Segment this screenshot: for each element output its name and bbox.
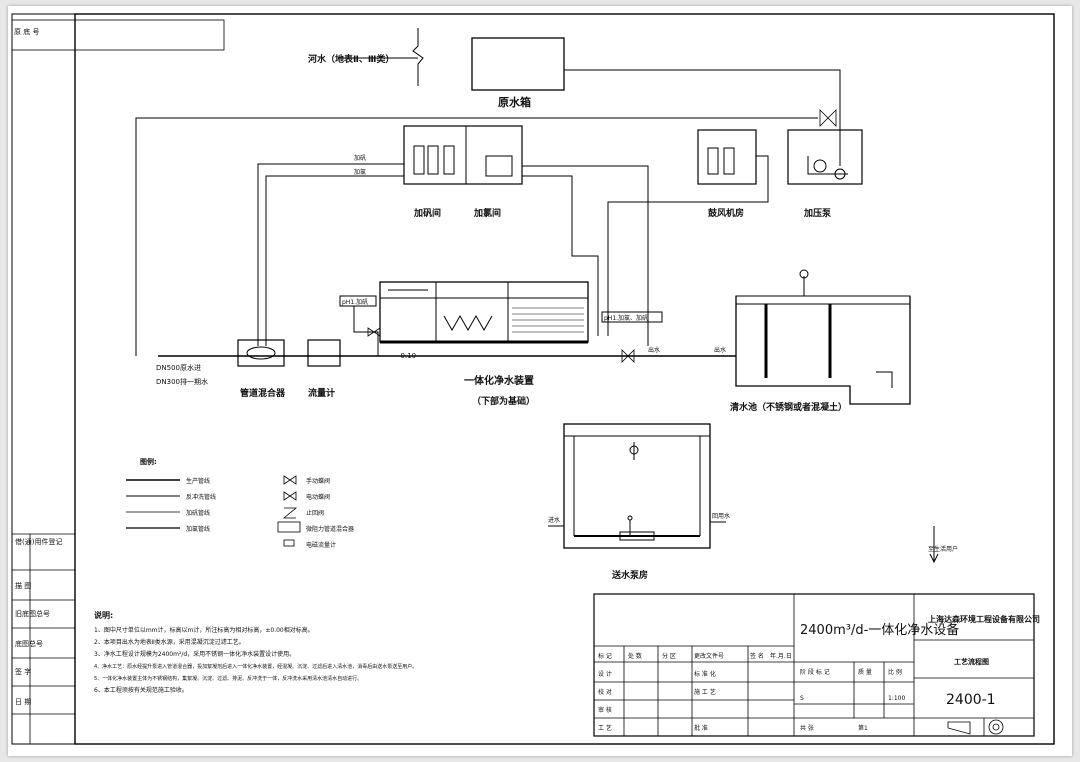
ph-label-2: pH1.加氯、加矾 bbox=[604, 314, 648, 322]
pump-house bbox=[563, 423, 711, 549]
dn300-label: DN300排一期水 bbox=[156, 377, 208, 386]
legend-line-0: 生产管线 bbox=[186, 477, 210, 485]
valves bbox=[367, 109, 837, 363]
stage-value: S bbox=[800, 695, 804, 702]
note-0: 1、图中尺寸单位以mm计，标高以m计，所注标高为相对标高，±0.00相对标高。 bbox=[94, 626, 314, 634]
mixer-label: 管道混合器 bbox=[240, 387, 286, 399]
dn500-label: DN500原水进 bbox=[156, 363, 201, 372]
integrated-plant bbox=[379, 281, 589, 343]
meta-label-0: 阶 段 标 记 bbox=[800, 668, 830, 676]
pump-house-label: 送水泵房 bbox=[611, 569, 648, 581]
left-item-5: 日 期 bbox=[15, 698, 31, 706]
notes-title: 说明: bbox=[94, 610, 113, 620]
note-1: 2、本项目出水为地表Ⅱ类水源，采用混凝沉淀过滤工艺。 bbox=[94, 638, 245, 646]
tag-alum: 加矾 bbox=[354, 154, 366, 162]
booster-pump-label: 加压泵 bbox=[803, 207, 832, 219]
flowmeter-label: 流量计 bbox=[308, 387, 335, 399]
row-label-5: 年.月.日 bbox=[770, 652, 792, 660]
note-3: 4、净水工艺：原水经提升泵进入管道混合器，投加絮凝剂后进入一体化净水装置，经混凝… bbox=[94, 663, 417, 670]
legend-symbols bbox=[277, 475, 301, 547]
row-label-1: 处 数 bbox=[628, 652, 642, 660]
sign-mid-0: 标 准 化 bbox=[694, 670, 716, 678]
drawing-number: 2400-1 bbox=[946, 692, 996, 708]
ph-box-2 bbox=[601, 311, 663, 323]
legend-symbol-4: 电磁流量计 bbox=[306, 541, 336, 549]
meta-label-1: 质 量 bbox=[858, 668, 872, 676]
legend-symbol-0: 手动蝶阀 bbox=[306, 477, 330, 485]
legend-line-1: 反冲洗管线 bbox=[186, 493, 216, 501]
left-item-1: 描 图 bbox=[15, 581, 31, 590]
tag-outlet-2: 出水 bbox=[714, 346, 726, 354]
left-item-4: 签 字 bbox=[15, 667, 31, 676]
sign-mid-2: 批 准 bbox=[694, 724, 708, 732]
pipe-mixer bbox=[237, 339, 285, 367]
ph-box-1 bbox=[339, 295, 377, 307]
sign-row-2: 审 核 bbox=[598, 706, 612, 714]
drawing-sheet: 原 底 号 借(通)用件登记 描 图 旧底图总号 底图总号 签 字 日 期 bbox=[8, 6, 1072, 756]
dosing-room bbox=[403, 125, 523, 185]
total-sheets-label: 共 张 bbox=[800, 724, 814, 732]
flowmeter bbox=[307, 339, 341, 367]
tag-reuse: 回用水 bbox=[712, 512, 730, 520]
chlorine-room-label: 加氯间 bbox=[473, 207, 501, 219]
sign-row-3: 工 艺 bbox=[598, 724, 612, 732]
left-item-2: 旧底图总号 bbox=[15, 609, 50, 618]
original-number-label: 原 底 号 bbox=[14, 27, 39, 36]
legend-title: 图例: bbox=[140, 457, 157, 466]
left-item-3: 底图总号 bbox=[15, 639, 43, 648]
title-block bbox=[593, 593, 1035, 737]
sign-row-1: 校 对 bbox=[598, 688, 612, 696]
note-5: 6、本工程须按有关规范施工验收。 bbox=[94, 686, 188, 694]
legend-line-3: 加氯管线 bbox=[186, 525, 210, 533]
meta-label-2: 比 例 bbox=[888, 668, 902, 676]
plant-sub-label: （下部为基础） bbox=[472, 395, 535, 407]
legend-lines bbox=[126, 479, 180, 529]
elevation-label: -0.10 bbox=[398, 352, 416, 360]
tag-outlet-1: 出水 bbox=[648, 346, 660, 354]
company-name: 上海达森环境工程设备有限公司 bbox=[928, 614, 1040, 624]
booster-pump bbox=[787, 129, 863, 185]
row-label-2: 分 区 bbox=[662, 652, 676, 660]
pipelines bbox=[135, 28, 939, 564]
sign-row-0: 设 计 bbox=[598, 670, 612, 678]
inner-border bbox=[74, 13, 1055, 745]
left-margin-table bbox=[11, 19, 225, 744]
blower-room-label: 鼓风机房 bbox=[708, 207, 744, 219]
sign-mid-1: 施 工 艺 bbox=[694, 688, 716, 696]
drawing-title: 工艺流程图 bbox=[954, 657, 989, 666]
tag-chlorine: 加氯 bbox=[354, 168, 366, 176]
plant-label: 一体化净水装置 bbox=[464, 374, 534, 387]
legend-line-2: 加矾管线 bbox=[186, 509, 210, 517]
row-label-3: 更改文件号 bbox=[694, 652, 724, 660]
row-label-0: 标 记 bbox=[598, 652, 612, 660]
legend-symbol-1: 电动蝶阀 bbox=[306, 493, 330, 501]
alum-room-label: 加矾间 bbox=[413, 207, 441, 219]
tank-roof bbox=[735, 295, 911, 305]
scale-value: 1:100 bbox=[888, 695, 905, 702]
tag-inlet: 进水 bbox=[548, 516, 560, 524]
clear-tank-label: 清水池（不锈钢或者混凝土） bbox=[730, 401, 847, 413]
raw-tank-label: 原水箱 bbox=[498, 95, 531, 109]
project-title: 2400m³/d-一体化净水设备 bbox=[800, 622, 959, 638]
river-label: 河水（地表Ⅱ、Ⅲ类） bbox=[308, 53, 394, 65]
blower-room bbox=[697, 129, 757, 185]
note-2: 3、净水工程设计规模为2400m³/d，采用不锈钢一体化净水装置设计使用。 bbox=[94, 650, 295, 658]
legend-symbol-2: 止回阀 bbox=[306, 509, 324, 517]
process-flow-diagram: 原 底 号 借(通)用件登记 描 图 旧底图总号 底图总号 签 字 日 期 bbox=[11, 13, 1055, 745]
ph-label-1: pH1.加矾 bbox=[342, 298, 368, 306]
left-item-0: 借(通)用件登记 bbox=[15, 537, 62, 546]
supply-label: 至生活用户 bbox=[928, 545, 958, 553]
raw-tank bbox=[471, 37, 565, 91]
note-4: 5、一体化净水装置主体为不锈钢结构，集絮凝、沉淀、过滤、排泥、反冲洗于一体，反冲… bbox=[94, 675, 362, 682]
sheet-number: 第1 bbox=[858, 724, 868, 732]
legend-symbol-3: 微阻力管道混合器 bbox=[306, 525, 354, 533]
row-label-4: 签 名 bbox=[750, 652, 764, 660]
